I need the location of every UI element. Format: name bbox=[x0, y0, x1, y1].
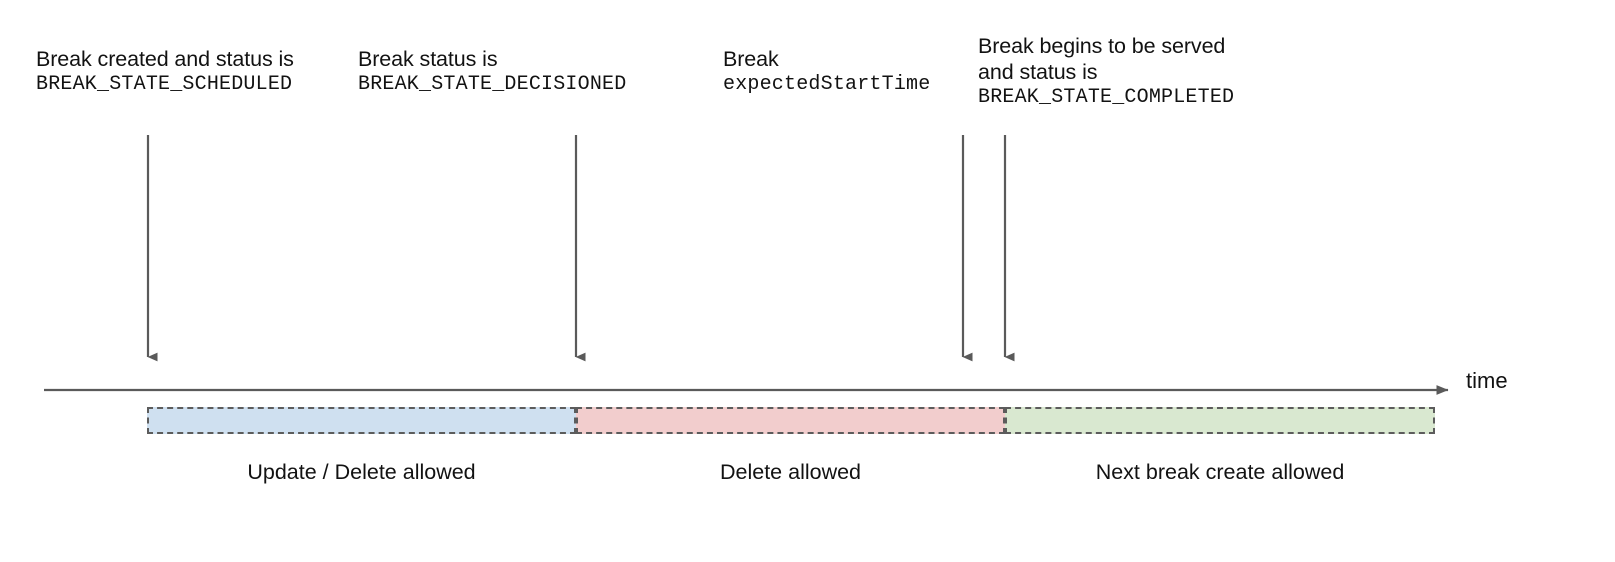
annotation-line-mono: BREAK_STATE_COMPLETED bbox=[978, 86, 1235, 109]
phase-divider-decisioned-completed bbox=[1005, 407, 1007, 434]
annotation-line-mono: BREAK_STATE_DECISIONED bbox=[358, 73, 627, 96]
time-axis-label: time bbox=[1466, 368, 1508, 393]
annotation-line-sans: Break begins to be served bbox=[978, 34, 1226, 58]
phase-caption-delete-allowed: Delete allowed bbox=[719, 460, 862, 484]
annotation-break-completed: Break begins to be served and status is … bbox=[978, 33, 1234, 111]
phase-caption-next-break-create-allowed: Next break create allowed bbox=[1095, 460, 1345, 484]
annotation-break-expected-start-time: Break expectedStartTime bbox=[723, 46, 930, 98]
phase-bar-delete-allowed bbox=[576, 407, 1005, 434]
phase-bar-update-delete-allowed bbox=[147, 407, 576, 434]
annotation-line-mono: BREAK_STATE_SCHEDULED bbox=[36, 73, 293, 96]
annotation-line-sans-2: and status is bbox=[978, 60, 1098, 84]
annotation-line-sans: Break status is bbox=[358, 47, 498, 71]
phase-divider-scheduled-decisioned bbox=[576, 407, 578, 434]
phase-caption-update-delete-allowed: Update / Delete allowed bbox=[247, 460, 476, 484]
annotation-break-decisioned: Break status is BREAK_STATE_DECISIONED bbox=[358, 46, 626, 98]
phase-bar-next-break-create-allowed bbox=[1005, 407, 1435, 434]
annotation-line-sans: Break bbox=[723, 47, 779, 71]
annotation-line-sans: Break created and status is bbox=[36, 47, 294, 71]
annotation-line-mono: expectedStartTime bbox=[723, 73, 931, 96]
annotation-break-created-scheduled: Break created and status is BREAK_STATE_… bbox=[36, 46, 294, 98]
